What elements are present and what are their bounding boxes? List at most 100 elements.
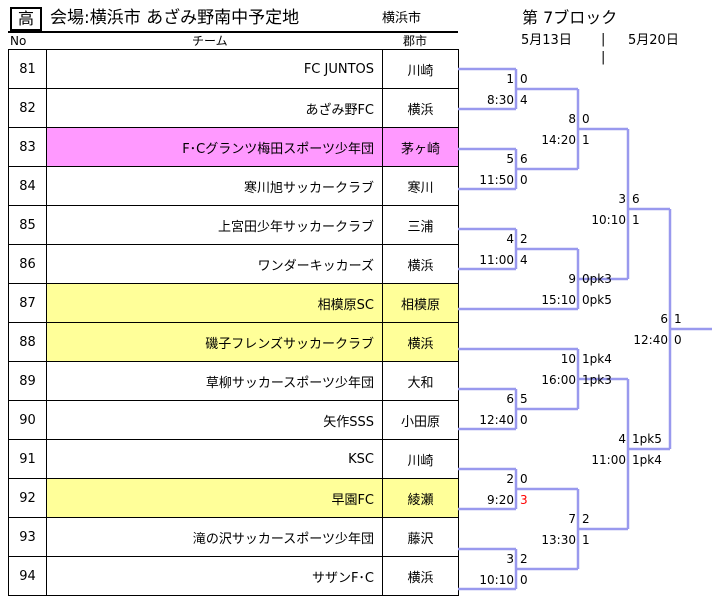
team-number: 93 (8, 517, 47, 557)
team-city: 藤沢 (382, 517, 459, 557)
match-number: 1 (506, 72, 514, 86)
team-name: 早園FC (46, 478, 383, 518)
match-time: 16:00 (541, 373, 576, 387)
match-number: 3 (618, 192, 626, 206)
match-time: 9:20 (487, 493, 514, 507)
match-number: 3 (506, 552, 514, 566)
match-number: 4 (618, 432, 626, 446)
team-number: 82 (8, 88, 47, 128)
match-time: 11:00 (591, 453, 626, 467)
team-name: 滝の沢サッカースポーツ少年団 (46, 517, 383, 557)
match-score: 1 (582, 533, 590, 547)
match-score: 0 (520, 573, 528, 587)
match-score: 0 (520, 72, 528, 86)
match-time: 14:20 (541, 133, 576, 147)
team-number: 91 (8, 439, 47, 479)
match-time: 10:10 (479, 573, 514, 587)
match-score: 0 (520, 173, 528, 187)
team-city: 横浜 (382, 556, 459, 596)
date-separator: | (601, 32, 606, 47)
match-number: 9 (568, 272, 576, 286)
team-name: 相模原SC (46, 283, 383, 323)
team-city: 小田原 (382, 400, 459, 440)
round1-date: 5月13日 (521, 33, 572, 48)
match-number: 10 (560, 352, 576, 366)
match-time: 15:10 (541, 293, 576, 307)
match-number: 2 (506, 472, 514, 486)
match-score: 0 (582, 112, 590, 126)
match-number: 5 (506, 152, 514, 166)
team-number: 84 (8, 166, 47, 206)
match-time: 12:40 (633, 333, 668, 347)
team-name: 磯子フレンズサッカークラブ (46, 322, 383, 362)
match-score: 1 (582, 133, 590, 147)
block-title: 第 7ブロック (522, 8, 618, 27)
team-city: 横浜 (382, 244, 459, 284)
grade-badge: 高 (10, 7, 42, 31)
match-score: 5 (520, 392, 528, 406)
match-time: 8:30 (487, 93, 514, 107)
match-score: 0 (520, 472, 528, 486)
match-score: 1 (632, 213, 640, 227)
match-score: 0 (674, 333, 682, 347)
match-time: 13:30 (541, 533, 576, 547)
team-city: 寒川 (382, 166, 459, 206)
team-city: 綾瀬 (382, 478, 459, 518)
match-time: 11:50 (479, 173, 514, 187)
team-city: 茅ヶ崎 (382, 127, 459, 167)
team-name: ワンダーキッカーズ (46, 244, 383, 284)
match-number: 7 (568, 512, 576, 526)
team-number: 88 (8, 322, 47, 362)
venue-title: 会場:横浜市 あざみ野南中予定地 (50, 8, 300, 28)
team-name: FC JUNTOS (46, 49, 383, 89)
match-score: 6 (632, 192, 640, 206)
column-header-city: 郡市 (403, 34, 428, 48)
match-score: 0 (520, 413, 528, 427)
match-number: 8 (568, 112, 576, 126)
team-name: あざみ野FC (46, 88, 383, 128)
match-score: 1pk4 (632, 453, 662, 467)
round2-date: 5月20日 (628, 33, 679, 48)
match-score: 6 (520, 152, 528, 166)
match-score: 2 (520, 552, 528, 566)
team-name: 上宮田少年サッカークラブ (46, 205, 383, 245)
match-score: 1pk4 (582, 352, 612, 366)
match-score: 4 (520, 253, 528, 267)
column-header-no: No (10, 34, 27, 48)
team-number: 83 (8, 127, 47, 167)
team-number: 86 (8, 244, 47, 284)
team-city: 川崎 (382, 439, 459, 479)
match-score: 0pk5 (582, 293, 612, 307)
team-number: 94 (8, 556, 47, 596)
match-score: 1pk3 (582, 373, 612, 387)
match-score: 2 (520, 232, 528, 246)
match-number: 4 (506, 232, 514, 246)
team-name: サザンF･C (46, 556, 383, 596)
match-score-highlighted: 3 (520, 493, 528, 507)
match-score: 1pk5 (632, 432, 662, 446)
column-header-team: チーム (192, 34, 228, 48)
team-name: F･Cグランツ梅田スポーツ少年団 (46, 127, 383, 167)
team-number: 90 (8, 400, 47, 440)
match-score: 0pk3 (582, 272, 612, 286)
team-name: 矢作SSS (46, 400, 383, 440)
match-score: 2 (582, 512, 590, 526)
match-time: 10:10 (591, 213, 626, 227)
match-score: 1 (674, 312, 682, 326)
match-score: 4 (520, 93, 528, 107)
title-divider (8, 31, 458, 33)
match-number: 6 (660, 312, 668, 326)
match-number: 6 (506, 392, 514, 406)
